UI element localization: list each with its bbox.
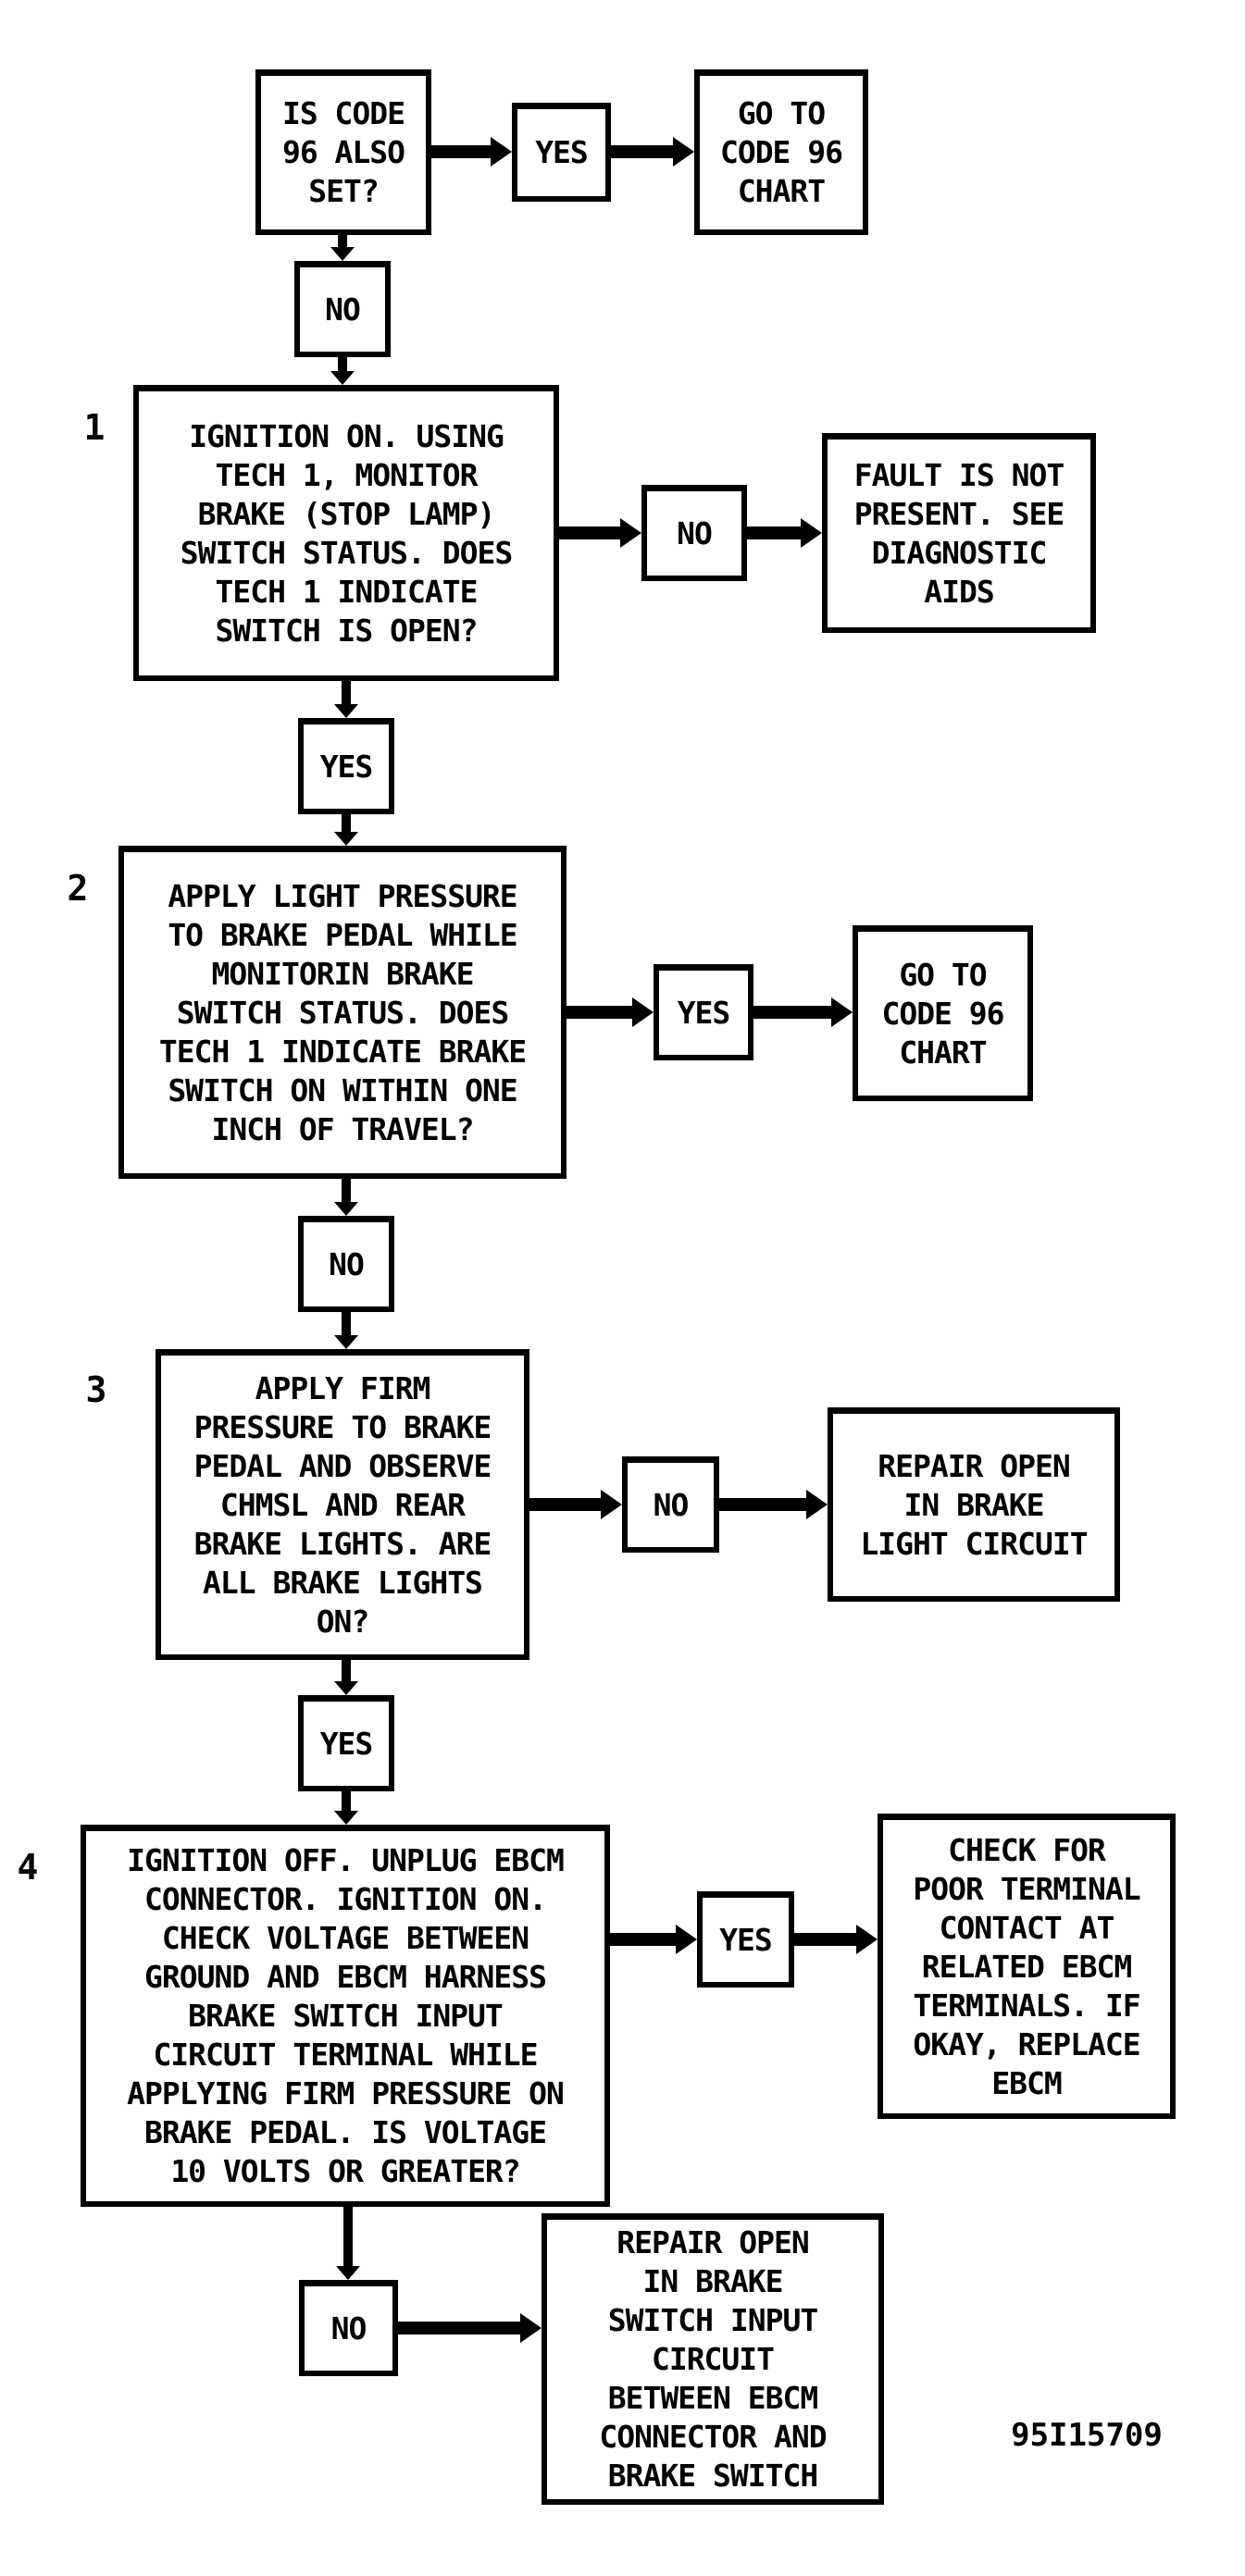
branch-label-yes-top: YES bbox=[512, 103, 611, 202]
arrow-no4-to-result bbox=[398, 2313, 542, 2343]
arrow-step4-to-no4 bbox=[335, 2207, 361, 2280]
arrow-yes1-to-step2 bbox=[333, 814, 359, 846]
branch-label-yes1: YES bbox=[298, 718, 394, 814]
terminal-goto-code96-top: GO TO CODE 96 CHART bbox=[694, 69, 868, 235]
result-repair-switch-input-circuit: REPAIR OPEN IN BRAKE SWITCH INPUT CIRCUI… bbox=[542, 2213, 884, 2505]
branch-label-no3: NO bbox=[622, 1456, 719, 1553]
step1-number: 1 bbox=[83, 407, 106, 448]
arrow-yes3-to-step4 bbox=[333, 1791, 359, 1825]
step2-number: 2 bbox=[67, 868, 89, 909]
arrow-step2-to-yes2 bbox=[566, 997, 654, 1027]
figure-id: 95I15709 bbox=[1011, 2417, 1163, 2454]
decision-is-code-96-set: IS CODE 96 ALSO SET? bbox=[255, 69, 431, 235]
arrow-step3-to-no3 bbox=[529, 1490, 622, 1519]
branch-label-yes3: YES bbox=[298, 1695, 394, 1791]
terminal-goto-code96-mid: GO TO CODE 96 CHART bbox=[853, 925, 1033, 1101]
arrow-start-to-yes bbox=[431, 137, 512, 167]
step4-number: 4 bbox=[17, 1847, 39, 1888]
arrow-no2-to-step3 bbox=[333, 1312, 359, 1349]
branch-label-no2: NO bbox=[298, 1216, 394, 1312]
arrow-step2-to-no2 bbox=[333, 1179, 359, 1216]
arrow-yes4-to-result bbox=[794, 1925, 878, 1954]
result-fault-not-present: FAULT IS NOT PRESENT. SEE DIAGNOSTIC AID… bbox=[822, 433, 1096, 633]
step4-box: IGNITION OFF. UNPLUG EBCM CONNECTOR. IGN… bbox=[81, 1825, 610, 2207]
arrow-no1-to-result bbox=[747, 518, 822, 548]
arrow-step4-to-yes4 bbox=[610, 1925, 697, 1954]
arrow-yes-to-goto96-top bbox=[611, 137, 694, 167]
arrow-step3-to-yes3 bbox=[333, 1660, 359, 1695]
step1-box: IGNITION ON. USING TECH 1, MONITOR BRAKE… bbox=[133, 385, 559, 681]
step3-box: APPLY FIRM PRESSURE TO BRAKE PEDAL AND O… bbox=[156, 1349, 529, 1660]
branch-label-yes2: YES bbox=[654, 964, 753, 1060]
step3-number: 3 bbox=[85, 1369, 107, 1410]
step2-box: APPLY LIGHT PRESSURE TO BRAKE PEDAL WHIL… bbox=[118, 846, 566, 1179]
arrow-step1-to-yes1 bbox=[333, 681, 359, 718]
arrow-no-to-step1 bbox=[330, 357, 355, 385]
result-check-terminal-contact: CHECK FOR POOR TERMINAL CONTACT AT RELAT… bbox=[878, 1814, 1176, 2119]
branch-label-no4: NO bbox=[299, 2280, 398, 2376]
branch-label-no1: NO bbox=[641, 485, 747, 581]
result-repair-brake-light-circuit: REPAIR OPEN IN BRAKE LIGHT CIRCUIT bbox=[828, 1407, 1120, 1602]
branch-label-yes4: YES bbox=[697, 1891, 794, 1988]
arrow-no3-to-result bbox=[719, 1490, 828, 1519]
branch-label-no-top: NO bbox=[294, 261, 391, 357]
arrow-yes2-to-goto96-mid bbox=[753, 997, 853, 1027]
arrow-start-to-no bbox=[330, 235, 355, 261]
arrow-step1-to-no1 bbox=[559, 518, 641, 548]
